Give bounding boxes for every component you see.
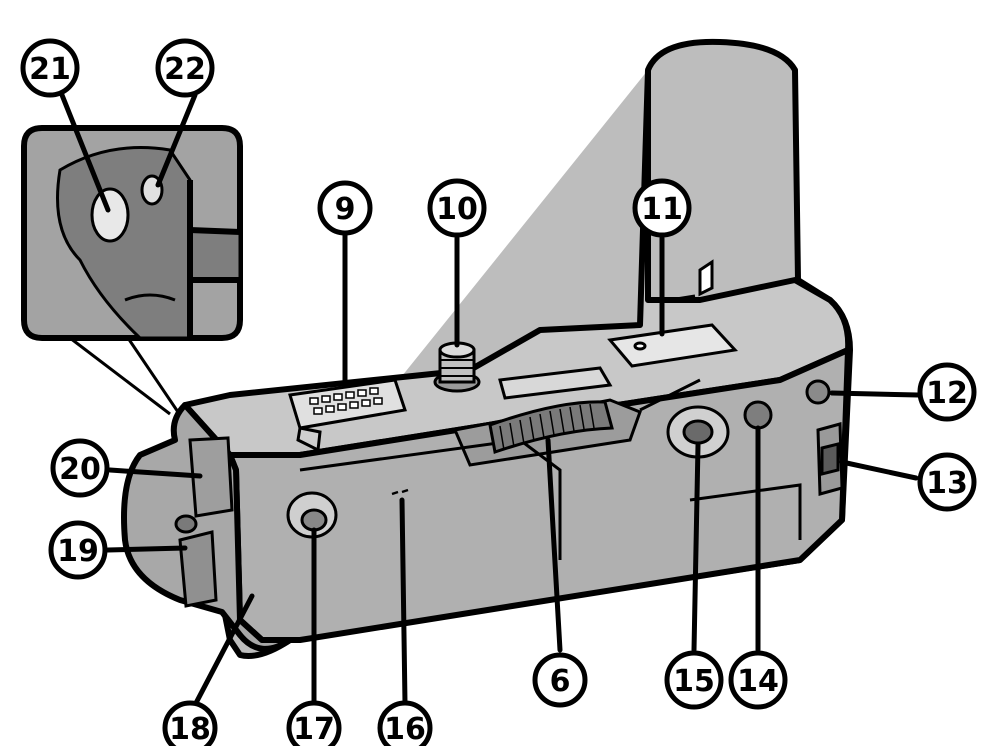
svg-text:18: 18 [169,712,211,746]
svg-text:19: 19 [57,534,99,569]
small-mark [669,294,696,302]
callout-22: 22 [155,38,215,98]
callout-16: 16 [377,700,433,746]
svg-text:11: 11 [641,192,683,227]
part-grip-panel [188,436,234,518]
part-grip-buttons [174,514,218,608]
svg-text:15: 15 [673,664,715,699]
inset-edges [187,180,241,338]
callout-20: 20 [50,438,110,498]
part-strap-eyelet [805,379,831,405]
callout-17: 17 [286,700,342,746]
callout-19: 19 [48,520,108,580]
svg-text:16: 16 [384,712,426,746]
part-side-switch [816,422,844,496]
hand-grip [121,402,293,652]
part-grip-release-21 [90,187,130,243]
svg-text:13: 13 [926,466,968,501]
callout-6: 6 [532,652,588,708]
part-connector-terminal [288,378,407,453]
top-panel [498,366,613,400]
svg-text:10: 10 [436,192,478,227]
inset-detail [21,125,243,341]
part-contact-plate [607,323,739,368]
part-mounting-screw [433,341,481,393]
callout-21: 21 [20,38,80,98]
part-rear-button [286,491,338,539]
inset-connectors [69,336,180,416]
callout-18: 18 [162,700,218,746]
panel-line [299,438,562,560]
part-indicator [391,488,409,496]
callout-15: 15 [664,650,724,710]
slot-mark [698,259,714,297]
inset-line [124,293,176,302]
part-command-dial [488,400,614,454]
callout-13: 13 [917,452,977,512]
callout-12: 12 [917,362,977,422]
part-lamp [743,400,773,430]
callout-9: 9 [317,180,373,236]
callout-14: 14 [728,650,788,710]
svg-text:17: 17 [293,712,335,746]
panel-line-2 [689,483,802,540]
edge-line [639,378,701,412]
svg-text:20: 20 [59,452,101,487]
svg-text:22: 22 [164,52,206,87]
callout-10: 10 [427,178,487,238]
svg-text:9: 9 [335,192,356,227]
svg-text:12: 12 [926,376,968,411]
part-tripod-socket [666,405,730,459]
svg-text:14: 14 [737,664,779,699]
callouts: 21 22 9 10 11 12 13 20 [20,38,977,746]
leader-lines [59,92,921,706]
svg-text:6: 6 [550,664,571,699]
callout-11: 11 [632,178,692,238]
svg-text:21: 21 [29,52,71,87]
